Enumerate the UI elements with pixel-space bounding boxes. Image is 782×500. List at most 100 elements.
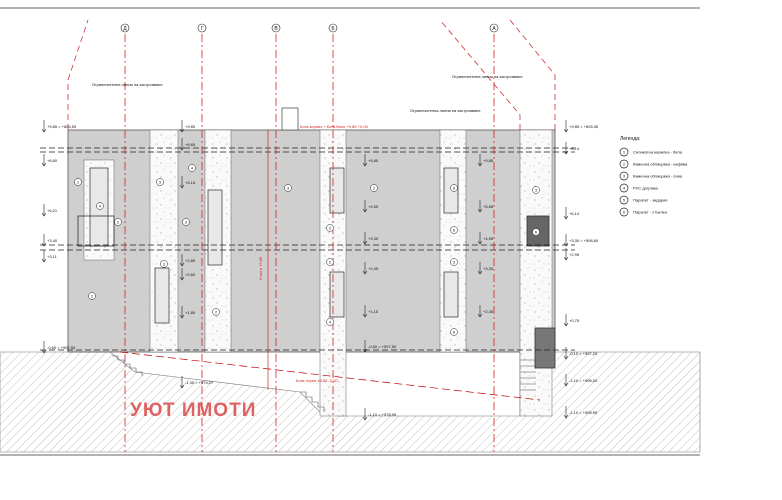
level-label: +0,75 xyxy=(569,318,580,323)
level-arrow-icon xyxy=(41,341,47,354)
level-arrow-icon xyxy=(41,154,47,167)
level-arrow-icon xyxy=(179,306,185,319)
axis-label: А xyxy=(492,26,496,32)
level-label: +4,55 xyxy=(368,204,379,209)
level-label: +2,45 xyxy=(368,266,379,271)
level-arrow-icon xyxy=(179,254,185,267)
level-arrow-icon xyxy=(563,120,569,133)
axis-label: В xyxy=(274,26,278,32)
ridge-note: Кота корниз + Кота билo +9,85 +0,00 xyxy=(300,124,369,129)
level-label: +6,15 xyxy=(185,180,196,185)
legend-bubble xyxy=(619,195,629,205)
floor-lines xyxy=(40,147,575,351)
legend-item: Каменна облицовка - сива xyxy=(633,174,683,179)
axis-bubble xyxy=(271,23,281,33)
level-label: +2,95 xyxy=(569,252,580,257)
legend-number: 4 xyxy=(623,186,626,191)
legend-bubble xyxy=(619,147,629,157)
material-tag-number: 2 xyxy=(329,260,332,265)
material-tag-number: 6 xyxy=(453,330,456,335)
level-arrow-icon xyxy=(362,305,368,318)
level-label: +2,85 xyxy=(185,258,196,263)
level-label: +9,85 xyxy=(185,124,196,129)
material-tag-number: 3 xyxy=(185,220,188,225)
level-label: +2,60 xyxy=(185,272,196,277)
axis-bubble xyxy=(120,23,130,33)
level-label: +2,45 xyxy=(483,309,494,314)
material-tag xyxy=(326,224,334,232)
legend-bubble xyxy=(619,183,629,193)
axis-bubble xyxy=(197,23,207,33)
level-arrow-icon xyxy=(362,232,368,245)
level-arrow-icon xyxy=(179,176,185,189)
legend-item: PVC дограма xyxy=(633,186,659,191)
axis-label: Г xyxy=(201,26,204,32)
level-arrow-icon xyxy=(563,234,569,247)
level-label: -1,30 = +574,27 xyxy=(185,380,214,385)
level-label: +4,55 xyxy=(483,236,494,241)
level-arrow-icon xyxy=(563,207,569,220)
level-label: +3,11 xyxy=(47,254,58,259)
material-tag xyxy=(326,318,334,326)
level-label: +3,30 xyxy=(368,236,379,241)
legend-bubble xyxy=(619,207,629,217)
material-tag-number: 3 xyxy=(159,180,162,185)
material-tag xyxy=(532,228,540,236)
material-tag xyxy=(284,184,292,192)
level-label: +6,21 xyxy=(47,208,58,213)
level-arrow-icon xyxy=(362,262,368,275)
stone-column xyxy=(439,129,467,353)
level-label: +3,30 xyxy=(483,266,494,271)
level-label: +1,80 xyxy=(185,310,196,315)
level-arrow-icon xyxy=(179,268,185,281)
axis-label: Д xyxy=(123,26,127,32)
boundary-lines xyxy=(67,19,556,130)
material-tag-number: 6 xyxy=(453,186,456,191)
axis-bubble xyxy=(489,23,499,33)
legend-number: 6 xyxy=(623,210,626,215)
material-tag-number: 2 xyxy=(91,294,94,299)
level-arrow-icon xyxy=(179,376,185,389)
level-arrow-icon xyxy=(362,340,368,353)
level-arrow-icon xyxy=(563,374,569,387)
windows xyxy=(89,167,459,324)
level-arrow-icon xyxy=(41,234,47,247)
level-arrow-icon xyxy=(362,154,368,167)
level-arrow-icon xyxy=(477,200,483,213)
level-label: +8,14 xyxy=(569,146,580,151)
level-arrow-icon xyxy=(477,154,483,167)
material-tag xyxy=(212,308,220,316)
legend-number: 5 xyxy=(623,198,626,203)
level-label: +9,85 xyxy=(483,158,494,163)
level-label: +9,85 = +604,55 xyxy=(47,124,77,129)
material-tag-number: 6 xyxy=(535,230,538,235)
level-label: +8,80 xyxy=(47,158,58,163)
material-tag-number: 3 xyxy=(535,188,538,193)
material-tag xyxy=(370,184,378,192)
material-tag xyxy=(96,202,104,210)
level-label: +3,40 xyxy=(47,238,58,243)
material-tag xyxy=(188,164,196,172)
height-note: Н кота +9,85 xyxy=(258,256,263,280)
legend-number: 3 xyxy=(623,174,626,179)
watermark: УЮТ ИМОТИ xyxy=(130,400,256,421)
material-tag-number: 2 xyxy=(215,310,218,315)
level-arrow-icon xyxy=(563,314,569,327)
ground-note: Кота терен ±0,00 -1,10 xyxy=(296,378,338,383)
axis-label: Б xyxy=(331,26,335,32)
axis-bubble xyxy=(328,23,338,33)
material-tag xyxy=(450,258,458,266)
material-tag xyxy=(532,186,540,194)
ground-hatch xyxy=(0,351,701,453)
legend-number: 2 xyxy=(623,162,626,167)
legend-bubble xyxy=(619,159,629,169)
legend-bubble xyxy=(619,171,629,181)
level-arrow-icon xyxy=(563,406,569,419)
level-label: -1,10 = +595,95 xyxy=(569,410,598,415)
level-arrow-icon xyxy=(362,408,368,421)
terrain-line xyxy=(119,351,541,401)
legend-item: Парапет - стъклен xyxy=(633,210,667,215)
material-tag-number: 6 xyxy=(453,228,456,233)
facade xyxy=(67,129,556,353)
